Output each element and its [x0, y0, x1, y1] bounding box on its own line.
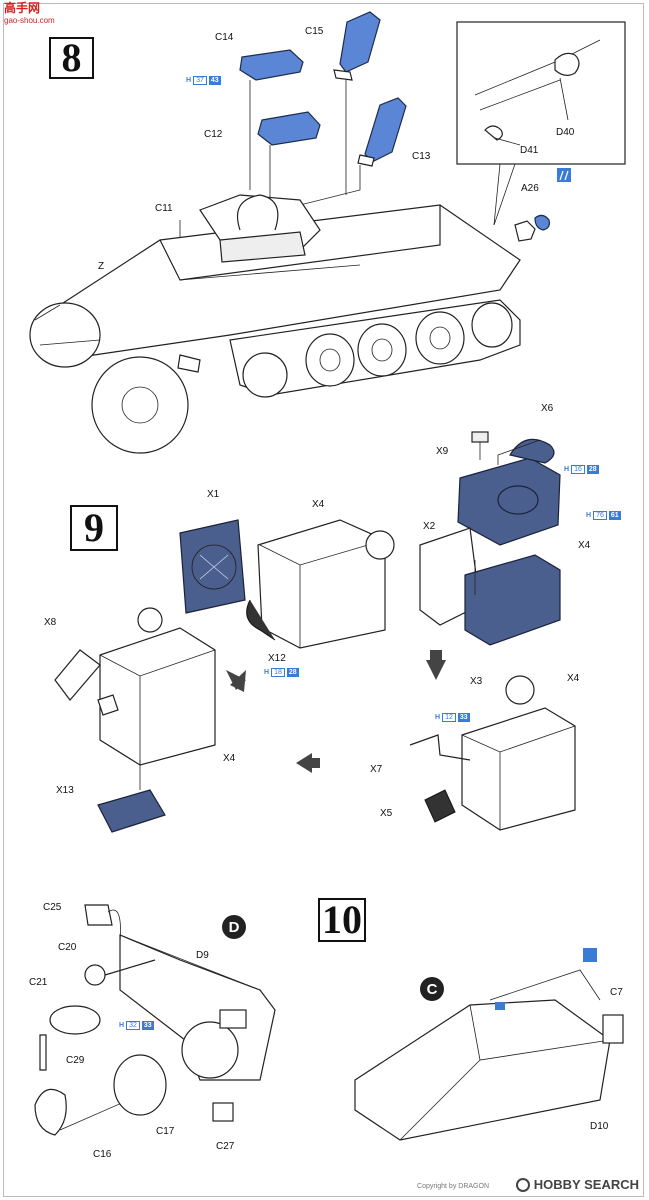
label-x9: X9	[436, 446, 449, 457]
label-x13: X13	[56, 785, 74, 796]
engine-x4-left	[99, 627, 216, 766]
part-x6	[509, 438, 555, 464]
part-a26	[514, 220, 536, 242]
inset-hull-edge	[474, 39, 601, 111]
part-c25	[84, 904, 113, 926]
step-8-number: 8	[49, 37, 94, 79]
label-c7: C7	[610, 987, 623, 998]
part-x3-block	[464, 554, 561, 646]
part-c12-seat	[257, 111, 321, 146]
part-x13	[97, 789, 166, 833]
watermark-text: HOBBY SEARCH	[533, 1177, 639, 1192]
part-x1-radiator	[179, 519, 246, 614]
label-c12: C12	[204, 129, 223, 140]
part-c27	[212, 1102, 234, 1122]
part-c17	[113, 1054, 167, 1116]
label-x8: X8	[44, 617, 57, 628]
engine-x4-top	[257, 519, 386, 649]
label-x1: X1	[207, 489, 220, 500]
cement-icon	[557, 168, 571, 182]
part-c15-backrest	[339, 11, 381, 73]
label-c25: C25	[43, 902, 62, 913]
part-d10	[354, 999, 611, 1141]
label-x5: X5	[380, 808, 393, 819]
label-d40: D40	[556, 127, 575, 138]
flow-arrow-2	[426, 660, 446, 680]
step-9-number: 9	[70, 505, 118, 551]
label-d9: D9	[196, 950, 209, 961]
label-c17: C17	[156, 1126, 175, 1137]
label-c14: C14	[215, 32, 234, 43]
label-x2: X2	[423, 521, 436, 532]
glue-icon	[583, 948, 597, 962]
hobby-search-logo-icon	[515, 1177, 530, 1192]
label-x4-top: X4	[312, 499, 325, 510]
detail-inset	[456, 21, 626, 165]
label-x6: X6	[541, 403, 554, 414]
label-d10: D10	[590, 1121, 609, 1132]
label-c15: C15	[305, 26, 324, 37]
label-x7: X7	[370, 764, 383, 775]
part-x5	[424, 789, 456, 823]
part-c13-backrest	[364, 97, 407, 163]
part-c16	[34, 1088, 67, 1136]
label-c27: C27	[216, 1141, 235, 1152]
part-x9	[471, 431, 489, 443]
label-c11: C11	[155, 203, 173, 214]
part-c7	[602, 1014, 624, 1044]
front-wheel	[91, 356, 189, 454]
label-x4-left: X4	[223, 753, 236, 764]
label-c21: C21	[29, 977, 48, 988]
step-10-number: 10	[318, 898, 366, 942]
sprue-d-badge: D	[222, 915, 246, 939]
site-logo: 高手网	[4, 1, 41, 15]
label-x4-cover: X4	[578, 540, 591, 551]
label-d41: D41	[520, 145, 539, 156]
part-c14-seat	[239, 49, 304, 81]
inset-part-d40	[554, 52, 580, 76]
page-frame	[3, 3, 644, 1197]
label-x12: X12	[268, 653, 286, 664]
part-c29	[39, 1034, 47, 1071]
sprue-c-badge: C	[420, 977, 444, 1001]
inset-part-d41	[484, 125, 503, 141]
label-c13: C13	[412, 151, 431, 162]
site-url: gao-shou.com	[4, 16, 55, 25]
label-z: Z	[98, 261, 105, 272]
label-a26: A26	[521, 183, 539, 194]
label-c20: C20	[58, 942, 77, 953]
part-c20	[84, 964, 106, 986]
copyright-text: Copyright by DRAGON	[417, 1183, 489, 1190]
engine-x4-lower	[461, 707, 576, 831]
part-x7	[409, 734, 471, 761]
part-x8	[54, 649, 101, 701]
label-c16: C16	[93, 1149, 112, 1160]
label-x4-lower: X4	[567, 673, 580, 684]
watermark: HOBBY SEARCH	[515, 1177, 639, 1192]
label-x3: X3	[470, 676, 483, 687]
part-c21	[49, 1005, 101, 1035]
flow-arrow-3	[296, 753, 312, 773]
label-c29: C29	[66, 1055, 85, 1066]
